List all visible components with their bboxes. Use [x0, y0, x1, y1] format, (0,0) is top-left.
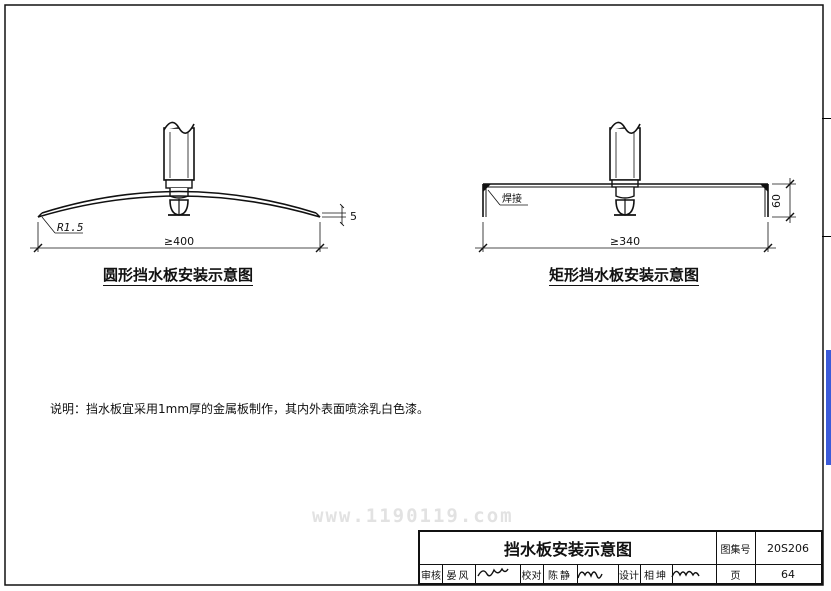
radius-label: R1.5 [57, 221, 84, 234]
round-width-label: ≥400 [164, 235, 194, 248]
edge-tick [822, 236, 831, 237]
rect-figure-title: 矩形挡水板安装示意图 [549, 266, 700, 286]
round-pipe [163, 121, 195, 181]
atlas-no-value: 20S206 [767, 541, 809, 555]
rect-width-label: ≥340 [610, 235, 640, 248]
rect-sprinkler-head [614, 199, 636, 216]
rect-deflector-figure: 焊接 60 ≥340 [475, 121, 796, 253]
signature-reviewer [477, 567, 509, 577]
round-figure-title: 圆形挡水板安装示意图 [103, 266, 254, 286]
page-number: 64 [781, 567, 795, 581]
round-thickness-dimension [322, 203, 346, 227]
designer-name: 相坤 [644, 570, 668, 582]
round-thickness-label: 5 [350, 210, 357, 223]
check-label: 校对 [521, 570, 542, 582]
page-label: 页 [730, 570, 741, 582]
atlas-no-label: 图集号 [720, 544, 751, 556]
review-label: 审核 [421, 570, 441, 582]
checker-name: 陈静 [548, 570, 572, 582]
edge-tick [822, 118, 831, 119]
rect-deflector-plate [482, 183, 769, 217]
round-deflector-plate [37, 190, 321, 218]
round-deflector-figure: 5 R1.5 ≥400 [30, 121, 357, 253]
signature-designer [671, 570, 700, 578]
radius-leader [41, 216, 56, 234]
signature-checker [577, 571, 603, 579]
weld-leader [487, 189, 501, 206]
rect-height-dimension [772, 178, 796, 223]
round-sprinkler-head [168, 199, 190, 216]
title-block-title: 挡水板安装示意图 [503, 540, 632, 559]
weld-label: 焊接 [502, 192, 522, 205]
edge-accent-bar [826, 350, 831, 465]
rect-pipe [609, 121, 641, 181]
design-label: 设计 [619, 570, 639, 582]
round-width-dimension [30, 222, 328, 253]
drawing-frame [4, 4, 824, 586]
watermark-text: www.1190119.com [312, 505, 514, 527]
note-text: 说明：挡水板宜采用1mm厚的金属板制作，其内外表面喷涂乳白色漆。 [50, 402, 430, 416]
rect-width-dimension [475, 222, 776, 253]
rect-pipe-fitting [611, 179, 639, 199]
reviewer-name: 晏风 [446, 570, 471, 582]
rect-height-label: 60 [770, 194, 783, 208]
title-block: 挡水板安装示意图 图集号 20S206 审核 晏风 校对 陈静 设计 相坤 页 … [418, 530, 823, 585]
